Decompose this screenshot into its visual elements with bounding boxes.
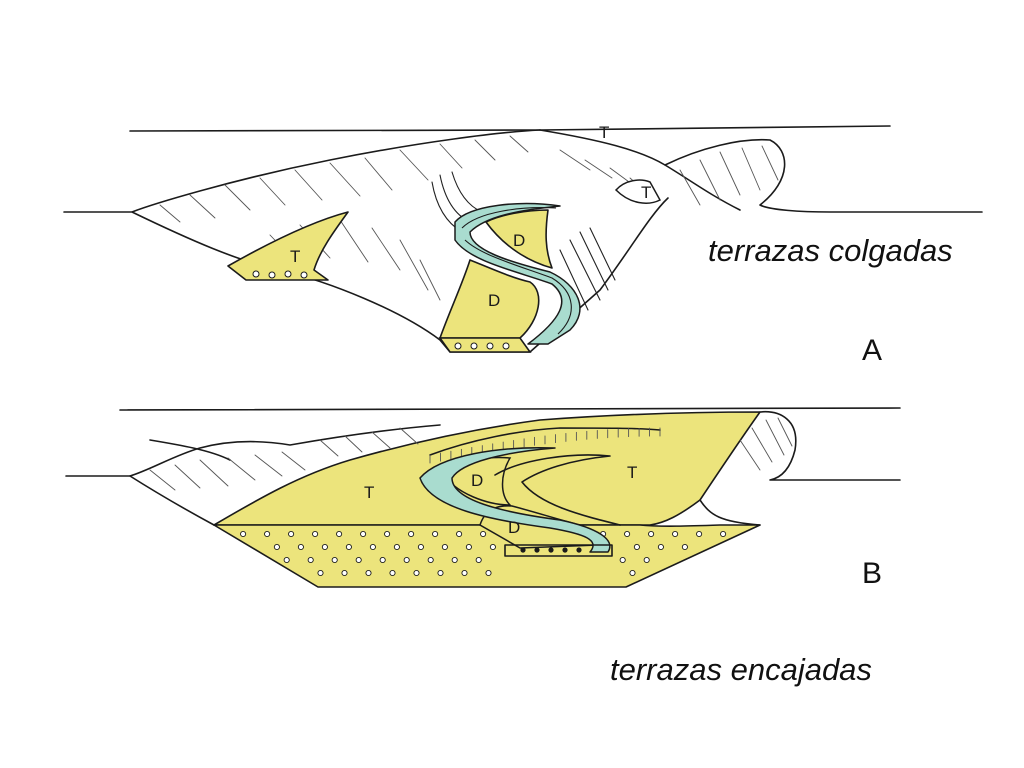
gravel-pebble: [465, 543, 472, 551]
gravel-pebble: [441, 543, 448, 551]
panel-a-left-terrace: [227, 211, 349, 281]
panel-b-right-hill: [759, 410, 901, 481]
gravel-pebble: [681, 543, 688, 551]
gravel-pebble: [451, 556, 458, 564]
gravel-pebble: [403, 556, 410, 564]
panel-b-label-terrace-right: T: [627, 463, 637, 482]
gravel-pebble: [297, 543, 304, 551]
gravel-pebble: [672, 530, 679, 538]
gravel-pebble: [432, 530, 439, 538]
panel-a-left-terrace-pebbles: [252, 270, 308, 279]
gravel-pebble: [696, 530, 703, 538]
panel-a-label-deposit-upper: D: [513, 231, 525, 250]
panel-b-gravel-fill: [213, 524, 761, 588]
panel-a-upper-terrace: [614, 179, 662, 204]
gravel-pebble: [355, 556, 362, 564]
gravel-pebble: [288, 530, 295, 538]
gravel-pebble: [369, 543, 376, 551]
gravel-pebble: [657, 543, 664, 551]
gravel-pebble: [629, 569, 636, 577]
panel-b-river: [419, 446, 611, 553]
panel-b-channel-floor: [504, 544, 613, 557]
panel-b-valley-outline: [129, 475, 761, 526]
gravel-pebble: [331, 556, 338, 564]
gravel-pebble: [365, 569, 372, 577]
caption-nested-terraces: terrazas encajadas: [610, 652, 872, 687]
panel-a-label-plateau-terrace: T: [599, 123, 609, 142]
gravel-pebble: [264, 530, 271, 538]
panel-a-river: [454, 202, 581, 345]
panel-b-label-deposit-upper: D: [471, 471, 483, 490]
gravel-pebble: [461, 569, 468, 577]
panel-b-terrace-scarp: [429, 427, 661, 526]
panel-a-label-upper-terrace: T: [641, 183, 651, 202]
gravel-pebble: [648, 530, 655, 538]
panel-b-letter: B: [862, 557, 883, 590]
panel-a-plateau-line: [129, 125, 891, 132]
gravel-pebble: [413, 569, 420, 577]
panel-a-label-left-terrace: T: [290, 247, 300, 266]
gravel-pebble: [393, 543, 400, 551]
gravel-pebble: [360, 530, 367, 538]
gravel-pebble: [384, 530, 391, 538]
gravel-pebble: [379, 556, 386, 564]
gravel-pebble: [417, 543, 424, 551]
panel-a-letter: A: [862, 334, 883, 367]
gravel-pebble: [312, 530, 319, 538]
panel-a-label-deposit-lower: D: [488, 291, 500, 310]
gravel-pebble: [633, 543, 640, 551]
gravel-pebble: [427, 556, 434, 564]
gravel-pebble: [485, 569, 492, 577]
panel-a-floor-pebbles: [454, 342, 510, 350]
gravel-pebble: [389, 569, 396, 577]
panel-b-slope-hatching: [149, 427, 419, 491]
panel-a-valley-outline: [63, 129, 669, 353]
panel-b-label-terrace-left: T: [364, 483, 374, 502]
panel-b-block-diagram: T T D D: [65, 407, 901, 588]
gravel-pebble: [408, 530, 415, 538]
gravel-pebble: [619, 556, 626, 564]
gravel-pebble: [341, 569, 348, 577]
panel-a-block-diagram: T T T D D: [63, 123, 983, 353]
gravel-pebble: [720, 530, 727, 538]
gravel-pebble: [643, 556, 650, 564]
panel-b-left-hill-ridge: [149, 439, 231, 461]
gravel-pebble: [437, 569, 444, 577]
panel-b-label-deposit-lower: D: [508, 518, 520, 537]
gravel-pebble: [345, 543, 352, 551]
caption-hanging-terraces: terrazas colgadas: [708, 233, 953, 268]
panel-b-right-hill-hatching: [739, 417, 793, 471]
gravel-pebble: [480, 530, 487, 538]
gravel-pebble: [624, 530, 631, 538]
panel-a-floor-gravel: [438, 337, 532, 353]
panel-a-right-hill: [539, 129, 983, 213]
panel-a-right-hill-inner: [664, 164, 741, 211]
gravel-pebble: [317, 569, 324, 577]
gravel-pebble: [336, 530, 343, 538]
panel-b-plateau-line: [119, 407, 901, 411]
gravel-pebble: [456, 530, 463, 538]
gravel-pebble: [475, 556, 482, 564]
panel-b-left-hill: [65, 424, 441, 477]
gravel-pebble: [240, 530, 247, 538]
gravel-pebble: [273, 543, 280, 551]
gravel-pebble: [283, 556, 290, 564]
panel-b-river-bed-pebbles: [520, 547, 582, 553]
gravel-pebble: [307, 556, 314, 564]
gravel-pebble: [321, 543, 328, 551]
gravel-pebble: [489, 543, 496, 551]
panel-a-river-channel: [461, 207, 572, 335]
panel-a-floor-deposit-lower: [439, 259, 540, 339]
